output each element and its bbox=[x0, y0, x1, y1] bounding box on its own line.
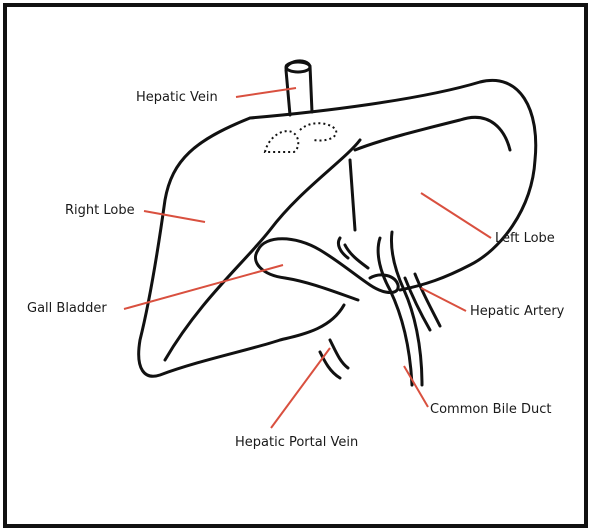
label-hepatic-artery: Hepatic Artery bbox=[470, 305, 564, 318]
label-gall-bladder: Gall Bladder bbox=[27, 302, 107, 315]
label-right-lobe: Right Lobe bbox=[65, 204, 135, 217]
leader-gall-bladder bbox=[124, 265, 283, 309]
label-hepatic-vein: Hepatic Vein bbox=[136, 91, 218, 104]
bile-duct-shape bbox=[378, 232, 422, 385]
portal-vein-shape bbox=[320, 340, 348, 378]
leader-hepatic-portal-vein bbox=[271, 348, 330, 428]
left-lobe-edge bbox=[355, 117, 510, 150]
leader-left-lobe bbox=[421, 193, 491, 238]
label-left-lobe: Left Lobe bbox=[495, 232, 555, 245]
label-common-bile-duct: Common Bile Duct bbox=[430, 403, 551, 416]
leader-common-bile-duct bbox=[404, 366, 428, 407]
label-hepatic-portal-vein: Hepatic Portal Vein bbox=[235, 436, 358, 449]
hidden-vessel-dotted bbox=[265, 131, 298, 152]
caudate-line bbox=[350, 160, 355, 230]
lobe-division bbox=[165, 140, 360, 360]
leader-right-lobe bbox=[144, 211, 205, 222]
